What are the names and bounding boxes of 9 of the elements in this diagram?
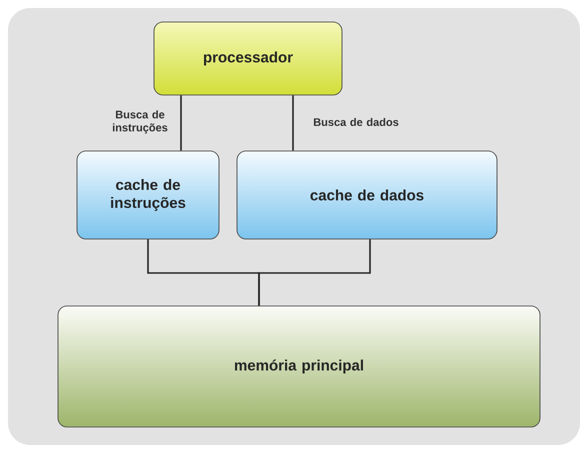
connector-line <box>180 95 182 151</box>
connector-line <box>292 95 294 151</box>
edge-label: Busca de instruções <box>112 110 168 134</box>
box: cache de instruções <box>76 150 220 240</box>
connector-line <box>258 239 371 306</box>
edge-label: Busca de dados <box>314 118 398 126</box>
box: cache de dados <box>236 150 498 240</box>
box: processador <box>154 22 342 96</box>
box: memória principal <box>58 306 540 428</box>
